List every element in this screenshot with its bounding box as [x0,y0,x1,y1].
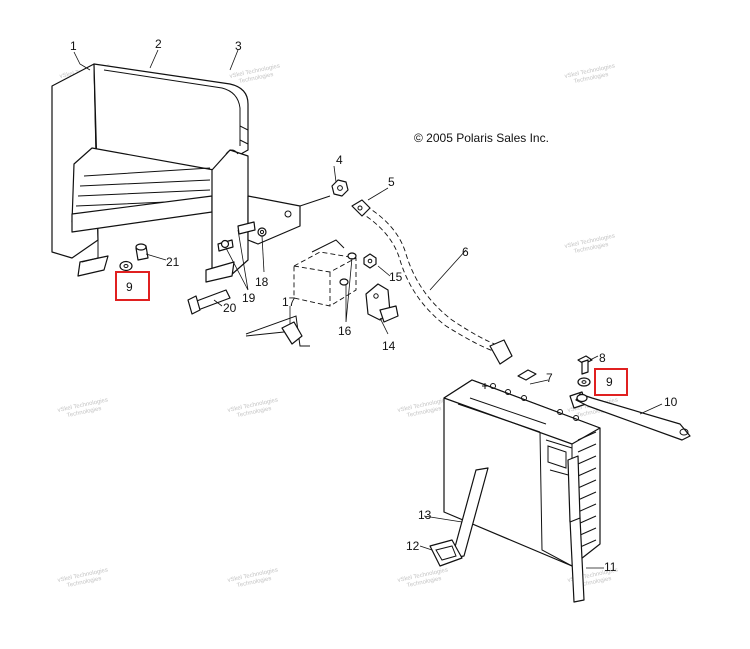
cover-vents [239,125,249,145]
tray-ribs [75,167,213,207]
part-9-washer-left [119,260,133,272]
solenoid-block-outline [293,251,357,307]
callout-21: 21 [166,255,180,269]
frame-reference-line [245,315,310,347]
callout-10: 10 [664,395,678,409]
part-17-cable-end [245,321,303,345]
part-6-positive-cable [359,205,501,353]
part-10-ground-cable [575,393,691,441]
part-11-strap [567,455,585,603]
frame-reference-line-2 [311,239,345,253]
callout-3: 3 [235,39,242,53]
part-8-screw [577,355,593,375]
callout-13: 13 [418,508,432,522]
part-13-strap [451,467,489,559]
callout-5: 5 [388,175,395,189]
frame-line [299,195,331,207]
highlight-box-9-left [115,271,150,301]
callout-12: 12 [406,539,420,553]
callout-15: 15 [389,270,403,284]
bracket-hole [284,210,292,218]
callout-8: 8 [599,351,606,365]
callout-14: 14 [382,339,396,353]
callout-11: 11 [604,560,617,574]
highlight-box-9-right [594,368,628,396]
callout-18: 18 [255,275,269,289]
callout-16: 16 [338,324,352,338]
callout-1: 1 [70,39,77,53]
solenoid-block-edges [293,257,357,306]
copyright-text: © 2005 Polaris Sales Inc. [414,131,549,145]
callout-7: 7 [546,371,553,385]
part-15-nut [363,253,377,269]
part-7-battery [443,369,601,567]
mounting-foot-right [205,261,235,283]
callout-4: 4 [336,153,343,167]
part-21-screw [135,243,149,261]
callout-9-left: 9 [126,280,133,294]
callout-2: 2 [155,37,162,51]
callout-9-right: 9 [606,375,613,389]
callout-17: 17 [282,295,296,309]
leader-lines [73,49,663,569]
part-18-19-fasteners [217,221,267,252]
part-9-washer-right [577,377,591,387]
part-5-cable-terminal [351,199,371,217]
part-20-bolt [187,289,231,315]
callout-19: 19 [242,291,256,305]
part-12-buckle [429,539,463,567]
callout-20: 20 [223,301,237,315]
part-16-washers [339,252,357,286]
part-4-nut [331,179,349,197]
cover-inner-edge [103,69,241,146]
cable-boot [489,339,513,365]
part-14-relay [365,283,399,323]
panel-bottom [81,240,99,263]
bracket-slot [225,149,239,155]
callout-6: 6 [462,245,469,259]
mounting-bracket [247,195,301,245]
